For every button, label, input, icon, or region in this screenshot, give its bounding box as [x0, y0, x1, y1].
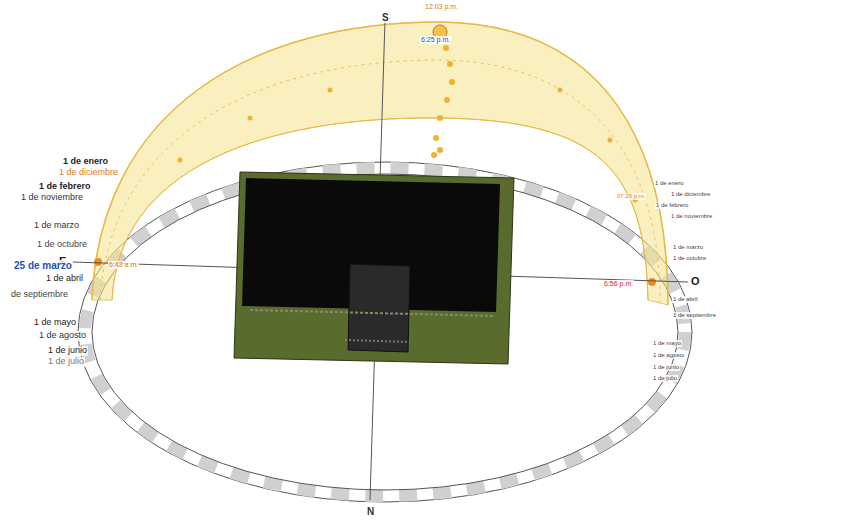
horizon-ring-inner	[92, 174, 678, 490]
time-label: 12:03 p.m.	[424, 3, 459, 11]
date-label: 1 de julio	[652, 375, 678, 382]
compass-letter: O	[690, 275, 701, 287]
horizon-ring-ticks	[85, 168, 685, 496]
time-label: 07:26 p.m.	[616, 193, 646, 200]
time-label: 6:43 a.m.	[108, 261, 139, 269]
date-label: 1 de agosto	[652, 352, 685, 359]
date-label: 1 de noviembre	[670, 213, 713, 220]
date-label: de septiembre	[10, 290, 69, 300]
date-label: 1 de noviembre	[20, 193, 84, 203]
compass-letter: S	[381, 12, 390, 23]
tower-windows	[345, 340, 410, 342]
date-label: 1 de abril	[672, 296, 699, 303]
compass-letter: N	[366, 506, 375, 517]
date-label: 25 de marzo	[13, 260, 73, 271]
time-label: 6:25 p.m.	[420, 36, 451, 44]
date-label: 1 de septiembre	[672, 312, 717, 319]
date-label: 1 de febrero	[38, 182, 92, 192]
date-label: 1 de diciembre	[58, 168, 119, 178]
date-label: 1 de mayo	[652, 340, 682, 347]
date-label: 1 de julio	[47, 357, 85, 367]
date-label: 1 de junio	[652, 364, 680, 371]
time-label: 6:56 p.m.	[603, 280, 634, 288]
date-label: 1 de octubre	[672, 255, 707, 262]
date-label: 1 de febrero	[655, 202, 689, 209]
date-label: 1 de enero	[62, 157, 109, 167]
facade-windows	[250, 310, 495, 316]
date-label: 1 de mayo	[33, 318, 77, 328]
horizon-ring-outer	[78, 162, 692, 502]
date-label: 1 de junio	[47, 346, 88, 356]
date-label: 1 de marzo	[33, 221, 80, 231]
date-label: 1 de enero	[654, 180, 685, 187]
date-label: 1 de octubre	[36, 240, 88, 250]
date-label: 1 de abril	[45, 274, 84, 284]
date-label: 1 de agosto	[38, 331, 87, 341]
site-plot	[234, 172, 514, 364]
building-tower	[348, 264, 410, 352]
date-label: 1 de diciembre	[670, 191, 711, 198]
date-label: 1 de marzo	[672, 244, 704, 251]
